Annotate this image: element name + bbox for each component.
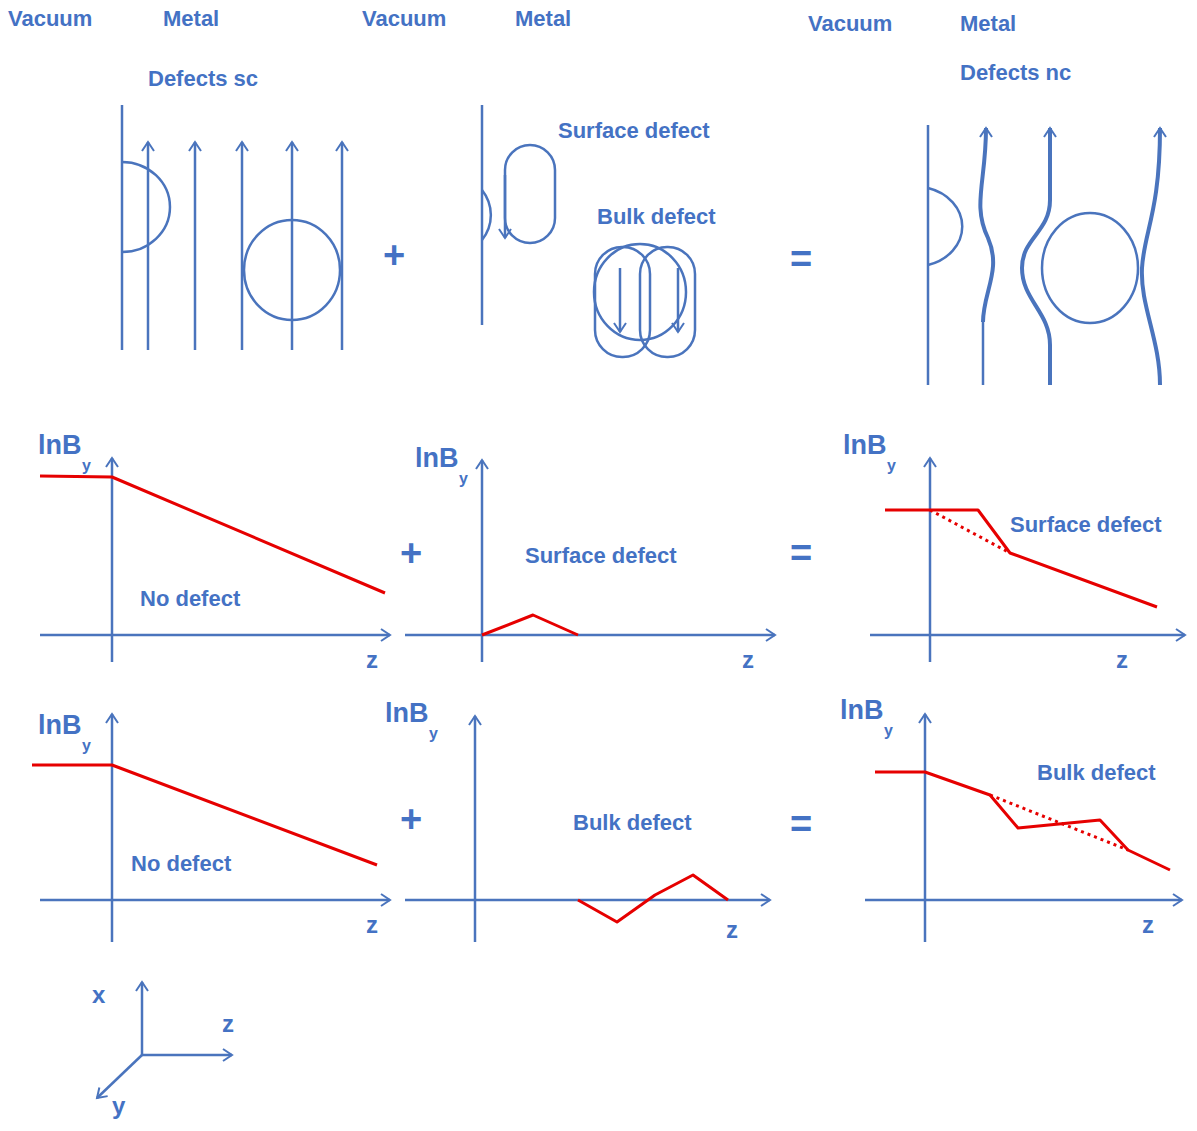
axis-label: lnB xyxy=(843,432,887,459)
bulk-defect xyxy=(1042,213,1138,323)
axis-label: lnB xyxy=(38,432,82,459)
surface-defect xyxy=(928,188,962,265)
axis-label: z xyxy=(726,918,738,942)
interface-line xyxy=(927,125,930,385)
graph-axis xyxy=(405,634,775,637)
defect-label: Bulk defect xyxy=(597,206,716,228)
axis-label: lnB xyxy=(840,697,884,724)
defect-label: Surface defect xyxy=(558,120,710,142)
graph-axis xyxy=(870,634,1185,637)
coordinate-axis xyxy=(97,1055,142,1098)
region-label: Metal xyxy=(163,8,219,30)
graph-label: No defect xyxy=(131,853,231,875)
panel-label: Defects nc xyxy=(960,62,1071,84)
field-loop xyxy=(505,145,555,243)
field-profile xyxy=(875,772,1170,870)
field-line xyxy=(194,142,197,350)
field-profile xyxy=(578,875,728,922)
field-profile-reference xyxy=(990,795,1128,850)
operator-sign: + xyxy=(400,534,422,572)
coordinate-axis xyxy=(141,982,144,1055)
graph-label: Bulk defect xyxy=(573,812,692,834)
axis-label: z xyxy=(1116,648,1128,672)
field-loop xyxy=(640,247,695,357)
field-line xyxy=(147,142,150,350)
operator-sign: = xyxy=(790,805,812,843)
surface-defect xyxy=(482,190,491,240)
interface-line xyxy=(481,105,484,325)
field-line xyxy=(241,142,244,350)
axis-label: z xyxy=(742,648,754,672)
axis-label: lnB xyxy=(38,712,82,739)
axis-subscript: y xyxy=(459,471,468,487)
axis-label: x xyxy=(92,983,105,1007)
field-line xyxy=(980,128,993,322)
graph-axis xyxy=(474,716,477,942)
axis-label: y xyxy=(112,1094,125,1118)
field-line xyxy=(1142,128,1160,385)
axis-label: lnB xyxy=(385,700,429,727)
panel-label: Defects sc xyxy=(148,68,258,90)
field-line xyxy=(504,175,507,238)
axis-label: z xyxy=(366,913,378,937)
region-label: Metal xyxy=(960,13,1016,35)
interface-line xyxy=(121,105,124,350)
field-line xyxy=(619,268,622,332)
axis-label: lnB xyxy=(415,445,459,472)
field-profile xyxy=(482,615,578,635)
graph-axis xyxy=(40,899,390,902)
operator-sign: + xyxy=(400,800,422,838)
region-label: Metal xyxy=(515,8,571,30)
region-label: Vacuum xyxy=(8,8,92,30)
axis-subscript: y xyxy=(82,458,91,474)
axis-subscript: y xyxy=(82,738,91,754)
surface-defect xyxy=(122,162,170,252)
graph-axis xyxy=(405,899,770,902)
operator-sign: = xyxy=(790,240,812,278)
field-profile-reference xyxy=(930,510,1010,553)
graph-axis xyxy=(111,714,114,942)
field-line xyxy=(677,268,680,332)
graph-label: Bulk defect xyxy=(1037,762,1156,784)
graph-axis xyxy=(929,458,932,662)
graph-label: No defect xyxy=(140,588,240,610)
graph-axis xyxy=(111,458,114,662)
region-label: Vacuum xyxy=(808,13,892,35)
graph-label: Surface defect xyxy=(1010,514,1162,536)
graph-axis xyxy=(40,634,390,637)
graph-axis xyxy=(924,714,927,942)
graph-axis xyxy=(865,899,1182,902)
graph-label: Surface defect xyxy=(525,545,677,567)
axis-subscript: y xyxy=(884,723,893,739)
field-line xyxy=(982,322,985,385)
graph-axis xyxy=(481,460,484,662)
field-line xyxy=(1022,128,1050,385)
region-label: Vacuum xyxy=(362,8,446,30)
coordinate-axis xyxy=(142,1054,232,1057)
axis-subscript: y xyxy=(429,726,438,742)
axis-label: z xyxy=(366,648,378,672)
bulk-defect xyxy=(244,220,340,320)
axis-label: z xyxy=(1142,913,1154,937)
operator-sign: = xyxy=(790,534,812,572)
field-profile xyxy=(32,765,377,865)
axis-label: z xyxy=(222,1012,234,1036)
field-line xyxy=(341,142,344,350)
field-profile xyxy=(40,476,385,593)
axis-subscript: y xyxy=(887,458,896,474)
operator-sign: + xyxy=(383,236,405,274)
